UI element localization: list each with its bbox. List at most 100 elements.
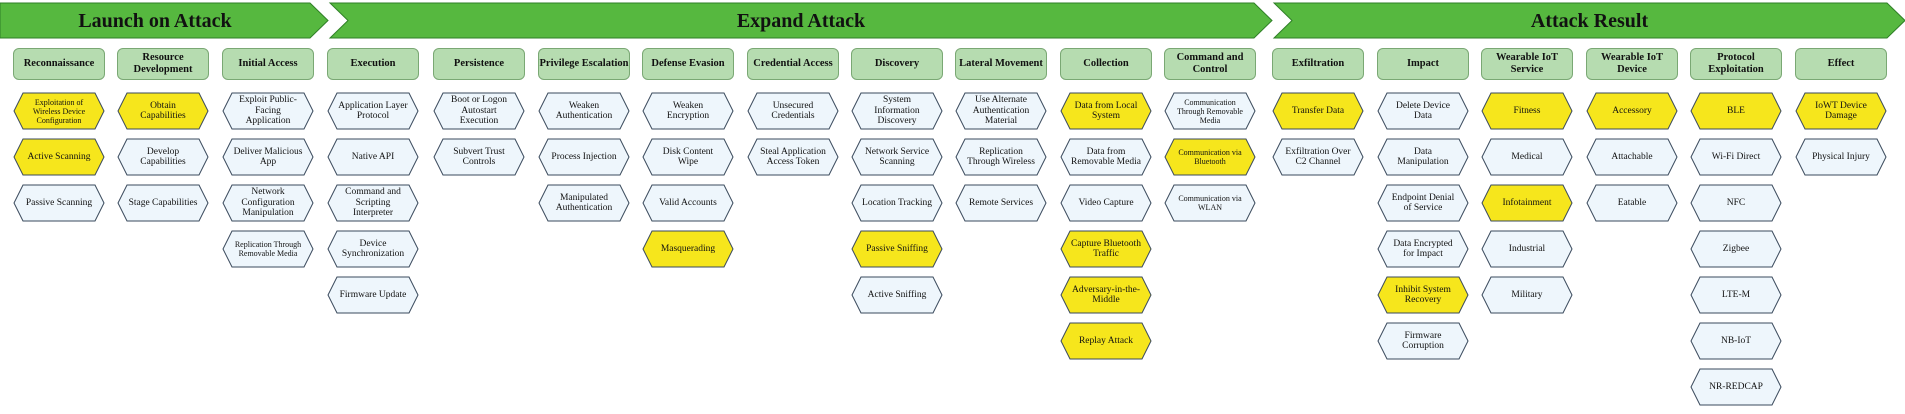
technique-hexagon <box>1377 92 1469 130</box>
technique-node: Data from Removable Media <box>1060 138 1152 176</box>
technique-node: Develop Capabilities <box>117 138 209 176</box>
tactic-header: Command and Control <box>1164 48 1256 80</box>
technique-node: Weaken Authentication <box>538 92 630 130</box>
technique-hexagon <box>1481 92 1573 130</box>
technique-node: Zigbee <box>1690 230 1782 268</box>
technique-label: Network Configuration Manipulation <box>241 187 295 219</box>
technique-label: Native API <box>351 151 395 162</box>
technique-node: Industrial <box>1481 230 1573 268</box>
technique-hexagon <box>327 184 419 222</box>
technique-label: Remote Services <box>968 197 1034 208</box>
technique-label: Weaken Authentication <box>555 100 613 122</box>
technique-hexagon <box>955 92 1047 130</box>
technique-node: Video Capture <box>1060 184 1152 222</box>
tactic-header: Protocol Exploitation <box>1690 48 1782 80</box>
technique-node: Exfiltration Over C2 Channel <box>1272 138 1364 176</box>
technique-label: Infotainment <box>1502 197 1552 208</box>
technique-label: Subvert Trust Controls <box>453 146 505 168</box>
technique-hexagon <box>1377 184 1469 222</box>
technique-node: Firmware Corruption <box>1377 322 1469 360</box>
technique-label: Application Layer Protocol <box>338 100 408 122</box>
technique-label: Masquerading <box>660 243 716 254</box>
technique-hexagon <box>1690 92 1782 130</box>
technique-node: Unsecured Credentials <box>747 92 839 130</box>
technique-label: Develop Capabilities <box>140 146 186 168</box>
technique-hexagon <box>1272 138 1364 176</box>
technique-label: Zigbee <box>1722 243 1750 254</box>
technique-node: Manipulated Authentication <box>538 184 630 222</box>
technique-hexagon <box>1690 276 1782 314</box>
technique-node: Attachable <box>1586 138 1678 176</box>
technique-hexagon <box>1586 184 1678 222</box>
technique-label: Exploit Public-Facing Application <box>239 95 297 127</box>
technique-label: Firmware Corruption <box>1402 330 1444 352</box>
technique-hexagon <box>1690 322 1782 360</box>
technique-node: Exploit Public-Facing Application <box>222 92 314 130</box>
technique-node: Location Tracking <box>851 184 943 222</box>
technique-list: Exploitation of Wireless Device Configur… <box>13 92 105 222</box>
technique-label: Accessory <box>1612 105 1652 116</box>
technique-hexagon <box>1690 368 1782 406</box>
tactic-header: Discovery <box>851 48 943 80</box>
technique-label: Network Service Scanning <box>864 146 930 168</box>
technique-node: Inhibit System Recovery <box>1377 276 1469 314</box>
technique-node: Boot or Logon Autostart Execution <box>433 92 525 130</box>
technique-hexagon <box>222 184 314 222</box>
technique-label: Exploitation of Wireless Device Configur… <box>32 97 86 125</box>
technique-node: Passive Sniffing <box>851 230 943 268</box>
technique-node: Subvert Trust Controls <box>433 138 525 176</box>
technique-label: BLE <box>1727 105 1745 116</box>
technique-label: Replication Through Removable Media <box>234 240 302 258</box>
technique-hexagon <box>538 92 630 130</box>
tactic-header: Lateral Movement <box>955 48 1047 80</box>
technique-hexagon <box>1377 322 1469 360</box>
technique-node: Passive Scanning <box>13 184 105 222</box>
phase-arrow <box>328 2 1273 39</box>
technique-hexagon <box>222 230 314 268</box>
technique-node: NR-REDCAP <box>1690 368 1782 406</box>
technique-hexagon <box>13 92 105 130</box>
technique-label: Data from Removable Media <box>1071 146 1141 168</box>
technique-node: NFC <box>1690 184 1782 222</box>
tactic-header: Execution <box>327 48 419 80</box>
technique-node: System Information Discovery <box>851 92 943 130</box>
technique-node: NB-IoT <box>1690 322 1782 360</box>
technique-node: Accessory <box>1586 92 1678 130</box>
technique-node: Communication via Bluetooth <box>1164 138 1256 176</box>
technique-label: Data Manipulation <box>1397 146 1449 168</box>
technique-node: Adversary-in-the-Middle <box>1060 276 1152 314</box>
technique-label: Inhibit System Recovery <box>1395 284 1451 306</box>
technique-label: Wi-Fi Direct <box>1711 151 1761 162</box>
technique-node: Communication Through Removable Media <box>1164 92 1256 130</box>
technique-hexagon <box>1481 138 1573 176</box>
technique-node: Process Injection <box>538 138 630 176</box>
tactic-header: Privilege Escalation <box>538 48 630 80</box>
technique-hexagon <box>1586 138 1678 176</box>
technique-label: Communication via Bluetooth <box>1178 148 1242 166</box>
technique-node: Physical Injury <box>1795 138 1887 176</box>
technique-hexagon <box>327 138 419 176</box>
technique-node: Data from Local System <box>1060 92 1152 130</box>
technique-label: Data Encrypted for Impact <box>1393 238 1453 260</box>
technique-hexagon <box>117 184 209 222</box>
technique-node: Exploitation of Wireless Device Configur… <box>13 92 105 130</box>
technique-hexagon <box>851 184 943 222</box>
tactic-header: Impact <box>1377 48 1469 80</box>
technique-node: Endpoint Denial of Service <box>1377 184 1469 222</box>
technique-node: Network Configuration Manipulation <box>222 184 314 222</box>
technique-hexagon <box>1377 276 1469 314</box>
technique-hexagon <box>1690 184 1782 222</box>
